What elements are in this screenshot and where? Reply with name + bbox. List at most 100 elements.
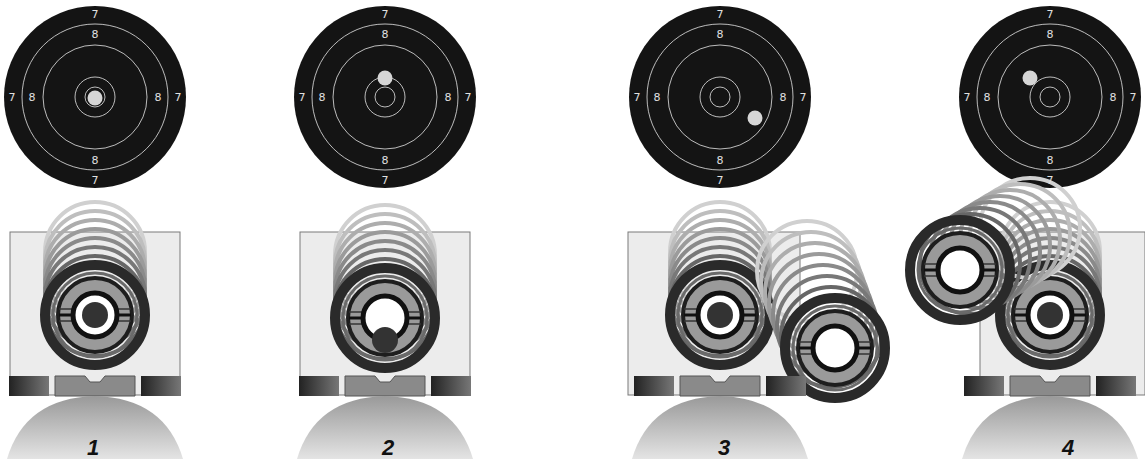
crossbar [742, 320, 756, 322]
ring-number: 8 [155, 92, 162, 103]
ring-number: 7 [1047, 175, 1054, 186]
shot-hole [1023, 71, 1038, 86]
rear-sight-field [300, 232, 470, 395]
target-face [294, 6, 476, 188]
trail-ring [335, 259, 435, 359]
rear-notch [1010, 376, 1090, 396]
rear-base [962, 396, 1138, 459]
target-ring [998, 45, 1102, 149]
target-ring [977, 24, 1123, 170]
crossbar [1014, 308, 1028, 310]
figure-number: 2 [382, 437, 394, 459]
aperture [698, 293, 742, 337]
target-ring [668, 45, 772, 149]
target-face [629, 6, 811, 188]
target [294, 6, 476, 188]
rear-blade [1096, 376, 1136, 396]
rear-sight [7, 376, 183, 459]
ring-number: 8 [984, 92, 991, 103]
tunnel-ring [53, 273, 137, 357]
ring-number: 7 [800, 92, 807, 103]
crossbar [407, 311, 421, 313]
crossbar [924, 263, 938, 265]
aperture [813, 326, 857, 370]
ring-number: 8 [319, 92, 326, 103]
aperture-insert [798, 311, 872, 385]
front-sight-ring [670, 265, 770, 365]
crossbar [117, 308, 131, 310]
ring-number: 8 [780, 92, 787, 103]
ring-number: 8 [1047, 29, 1054, 40]
rear-blade [634, 376, 674, 396]
tunnel-ring [918, 228, 1002, 312]
ring-number: 8 [29, 92, 36, 103]
ring-number: 7 [717, 175, 724, 186]
aperture [938, 248, 982, 292]
target-face [959, 6, 1141, 188]
panel-illustration [4, 6, 186, 459]
crossbar [407, 323, 421, 325]
ring-number: 8 [445, 92, 452, 103]
panel-illustration [294, 6, 476, 459]
rear-base [632, 396, 808, 459]
rear-sight [297, 376, 473, 459]
rear-blade [766, 376, 806, 396]
crossbar [117, 320, 131, 322]
crossbar [684, 320, 698, 322]
tunnel-ring [343, 276, 427, 360]
target [959, 6, 1141, 188]
shot-hole [88, 91, 103, 106]
rear-notch [345, 376, 425, 396]
target-ring [43, 45, 147, 149]
rear-blade [964, 376, 1004, 396]
tunnel-ring [1000, 265, 1100, 365]
bull [372, 327, 398, 353]
tunnel-ring [678, 273, 762, 357]
bull [707, 302, 733, 328]
target-ring [333, 45, 437, 149]
trail-ring [45, 256, 145, 356]
crossbar [1014, 320, 1028, 322]
ring-number: 8 [382, 155, 389, 166]
rear-sight [962, 376, 1138, 459]
ring-number: 7 [634, 92, 641, 103]
ring-number: 7 [92, 9, 99, 20]
rear-blade [141, 376, 181, 396]
ring-number: 8 [717, 155, 724, 166]
aperture-insert [348, 281, 422, 355]
crossbar [59, 320, 73, 322]
front-sight-ring [1000, 265, 1100, 365]
front-sight-ring [45, 265, 145, 365]
aperture [1028, 293, 1072, 337]
crossbar [59, 308, 73, 310]
aperture-insert [923, 233, 997, 307]
crossbar [982, 263, 996, 265]
ring-number: 8 [1047, 155, 1054, 166]
front-sight-ring [910, 220, 1010, 320]
ring-number: 7 [382, 9, 389, 20]
aperture-insert [58, 278, 132, 352]
target-ring [1040, 87, 1060, 107]
tunnel-ring [670, 265, 770, 365]
ring-number: 7 [299, 92, 306, 103]
target-ring [710, 87, 730, 107]
crossbar [982, 275, 996, 277]
ring-number: 7 [9, 92, 16, 103]
ring-number: 7 [1130, 92, 1137, 103]
tunnel-ring [45, 265, 145, 365]
crossbar [924, 275, 938, 277]
crossbar [1072, 308, 1086, 310]
target-ring [375, 87, 395, 107]
crossbar [799, 341, 813, 343]
ring-number: 8 [1110, 92, 1117, 103]
ring-number: 8 [382, 29, 389, 40]
ring-number: 7 [382, 175, 389, 186]
rear-blade [9, 376, 49, 396]
crossbar [742, 308, 756, 310]
aperture-insert [683, 278, 757, 352]
rear-blade [431, 376, 471, 396]
aperture [73, 293, 117, 337]
figure-number: 1 [87, 437, 99, 459]
